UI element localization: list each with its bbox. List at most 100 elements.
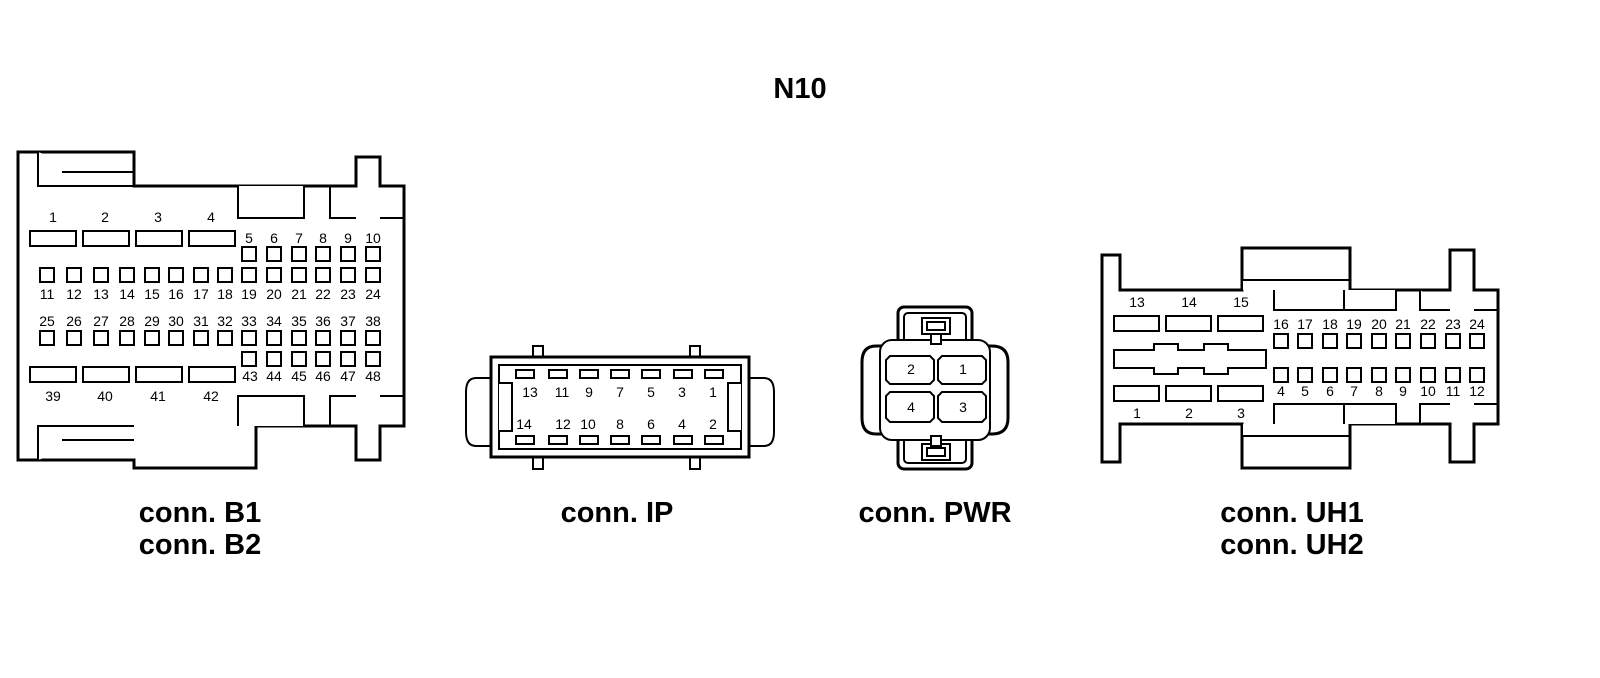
pin-label: 13: [522, 384, 538, 400]
pin-cavity: [610, 369, 630, 379]
pin-cavity: [291, 267, 307, 283]
pin-label: 40: [97, 388, 113, 404]
pin-cavity: [168, 330, 184, 346]
pin-label: 42: [203, 388, 219, 404]
pin-label: 10: [365, 230, 381, 246]
pin-label: 29: [144, 313, 160, 329]
pin-cavity: [641, 435, 661, 445]
pin-label: 27: [93, 313, 109, 329]
pin-label: 20: [1371, 316, 1387, 332]
pin-cavity: [579, 435, 599, 445]
pin-cavity: [1322, 367, 1338, 383]
pin-cavity: [193, 267, 209, 283]
pin-label: 2: [709, 416, 717, 432]
connector-b-cavities: [29, 230, 381, 383]
pin-label: 5: [647, 384, 655, 400]
pin-label: 22: [1420, 316, 1436, 332]
pin-label: 1: [959, 361, 967, 377]
connector-pwr: 2 1 4 3 conn. PWR: [858, 305, 1012, 529]
pin-label: 17: [1297, 316, 1313, 332]
pin-label: 22: [315, 286, 331, 302]
pin-label: 13: [93, 286, 109, 302]
diagram-title: N10: [773, 73, 826, 105]
pin-label: 31: [193, 313, 209, 329]
pin-label: 39: [45, 388, 61, 404]
pin-label: 23: [1445, 316, 1461, 332]
pin-cavity: [193, 330, 209, 346]
pin-label: 18: [1322, 316, 1338, 332]
pin-label: 1: [709, 384, 717, 400]
pin-label: 9: [1399, 383, 1407, 399]
pin-label: 41: [150, 388, 166, 404]
pin-label: 8: [319, 230, 327, 246]
pin-cavity: [1113, 315, 1160, 332]
pin-cavity: [266, 351, 282, 367]
pin-cavity: [365, 246, 381, 262]
pin-cavity: [1322, 333, 1338, 349]
pin-label: 12: [1469, 383, 1485, 399]
pin-cavity: [66, 267, 82, 283]
connector-pwr-cavities: [885, 355, 987, 423]
pin-cavity: [1297, 333, 1313, 349]
connector-uh: 13 14 15 16 17 18 19 20 21 22 23 24 4 5 …: [1100, 246, 1500, 561]
pin-cavity: [1217, 385, 1264, 402]
pin-cavity: [365, 351, 381, 367]
pin-label: 23: [340, 286, 356, 302]
connector-uh-caption-1: conn. UH1: [1220, 497, 1363, 529]
pin-cavity: [673, 435, 693, 445]
pin-cavity: [1469, 367, 1485, 383]
pin-label: 9: [585, 384, 593, 400]
pin-label: 30: [168, 313, 184, 329]
pin-cavity: [241, 330, 257, 346]
pin-label: 33: [241, 313, 257, 329]
pin-label: 18: [217, 286, 233, 302]
pin-cavity: [610, 435, 630, 445]
pin-cavity: [1469, 333, 1485, 349]
pin-label: 6: [270, 230, 278, 246]
pin-cavity: [704, 369, 724, 379]
pin-cavity: [1346, 333, 1362, 349]
connector-ip-cavities: [515, 369, 724, 445]
connector-ip: 13 11 9 7 5 3 1 14 12 10 8 6 4 2 conn. I…: [465, 345, 775, 529]
pin-label: 25: [39, 313, 55, 329]
pin-cavity: [1273, 333, 1289, 349]
pin-label: 7: [616, 384, 624, 400]
pin-label: 10: [1420, 383, 1436, 399]
pin-label: 20: [266, 286, 282, 302]
pin-cavity: [579, 369, 599, 379]
pin-cavity: [135, 230, 183, 247]
pin-label: 9: [344, 230, 352, 246]
pin-label: 24: [1469, 316, 1485, 332]
pin-label: 11: [40, 286, 55, 302]
pin-cavity: [29, 366, 77, 383]
pin-cavity: [1371, 367, 1387, 383]
pin-cavity: [291, 246, 307, 262]
pin-label: 7: [1350, 383, 1358, 399]
pin-cavity: [1297, 367, 1313, 383]
pin-label: 37: [340, 313, 356, 329]
pin-cavity: [39, 330, 55, 346]
pin-cavity: [1346, 367, 1362, 383]
pin-cavity: [1445, 333, 1461, 349]
pin-label: 16: [168, 286, 184, 302]
pin-label: 5: [1301, 383, 1309, 399]
pin-label: 2: [1185, 405, 1193, 421]
pin-label: 26: [66, 313, 82, 329]
pin-label: 3: [154, 209, 162, 225]
pin-cavity: [340, 351, 356, 367]
pin-label: 35: [291, 313, 307, 329]
connector-ip-caption: conn. IP: [561, 497, 674, 529]
pin-label: 6: [647, 416, 655, 432]
connector-b-caption-1: conn. B1: [139, 497, 261, 529]
pin-cavity: [39, 267, 55, 283]
pin-cavity: [217, 267, 233, 283]
pin-cavity: [315, 330, 331, 346]
pin-cavity: [641, 369, 661, 379]
pin-label: 5: [245, 230, 253, 246]
pin-cavity: [93, 330, 109, 346]
pin-cavity: [515, 435, 535, 445]
pin-cavity: [1217, 315, 1264, 332]
pin-label: 3: [959, 399, 967, 415]
pin-cavity: [168, 267, 184, 283]
pin-cavity: [82, 230, 130, 247]
